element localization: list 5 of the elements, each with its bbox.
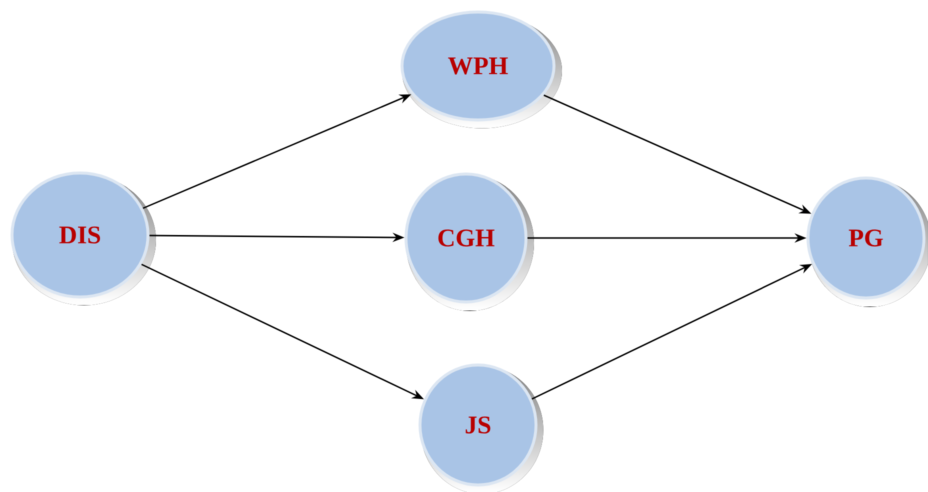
circle-node: DIS	[10, 172, 156, 306]
circle-node: JS	[418, 364, 544, 492]
circle-node: CGH	[404, 172, 534, 311]
circle-node: PG	[806, 176, 928, 307]
circle-node: WPH	[400, 10, 562, 128]
